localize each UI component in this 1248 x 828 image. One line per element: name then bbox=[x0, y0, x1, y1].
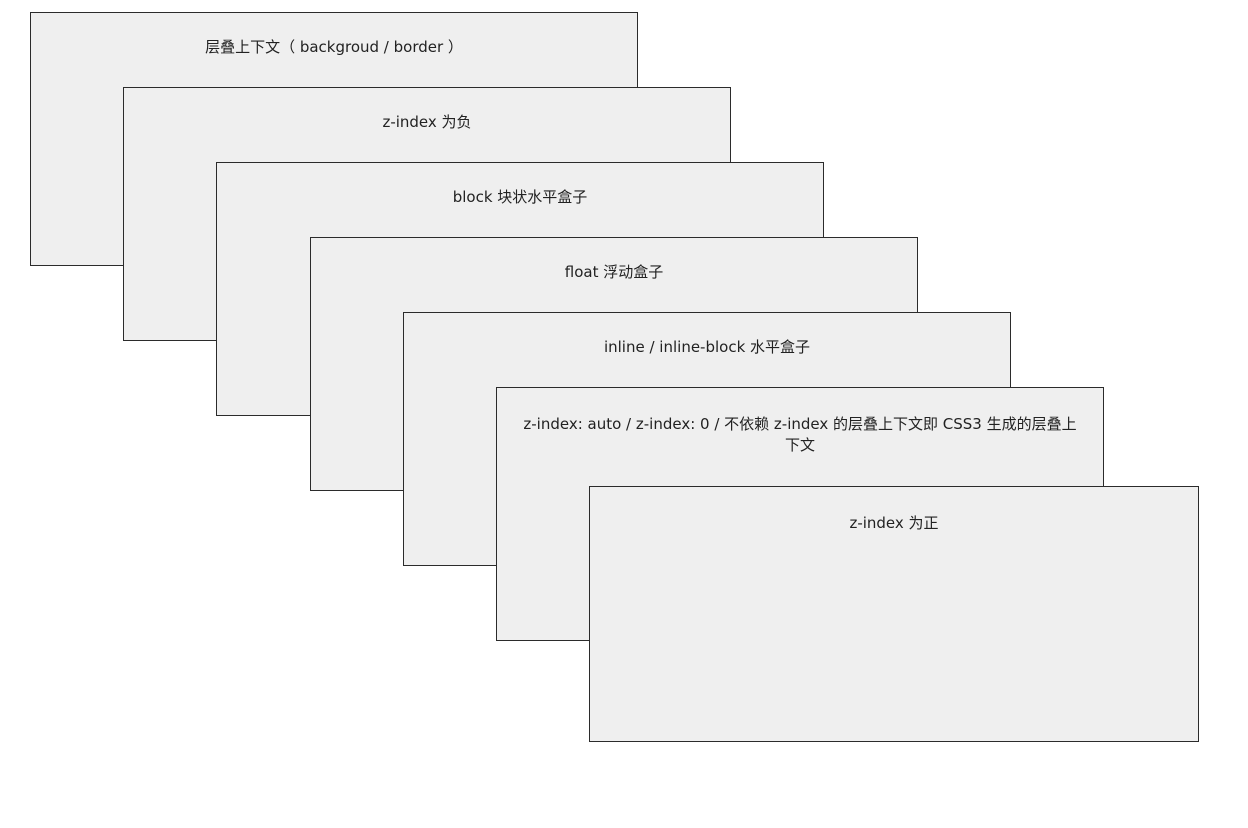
layer-positive-z-index: z-index 为正 bbox=[589, 486, 1199, 742]
layer-label: z-index: auto / z-index: 0 / 不依赖 z-index… bbox=[523, 415, 1077, 454]
layer-label: z-index 为负 bbox=[382, 113, 472, 131]
layer-label: 层叠上下文（ backgroud / border ） bbox=[205, 38, 463, 56]
layer-label: float 浮动盒子 bbox=[564, 263, 664, 281]
layer-label: inline / inline-block 水平盒子 bbox=[603, 338, 811, 356]
layer-label: z-index 为正 bbox=[849, 514, 939, 532]
layer-label: block 块状水平盒子 bbox=[452, 188, 588, 206]
